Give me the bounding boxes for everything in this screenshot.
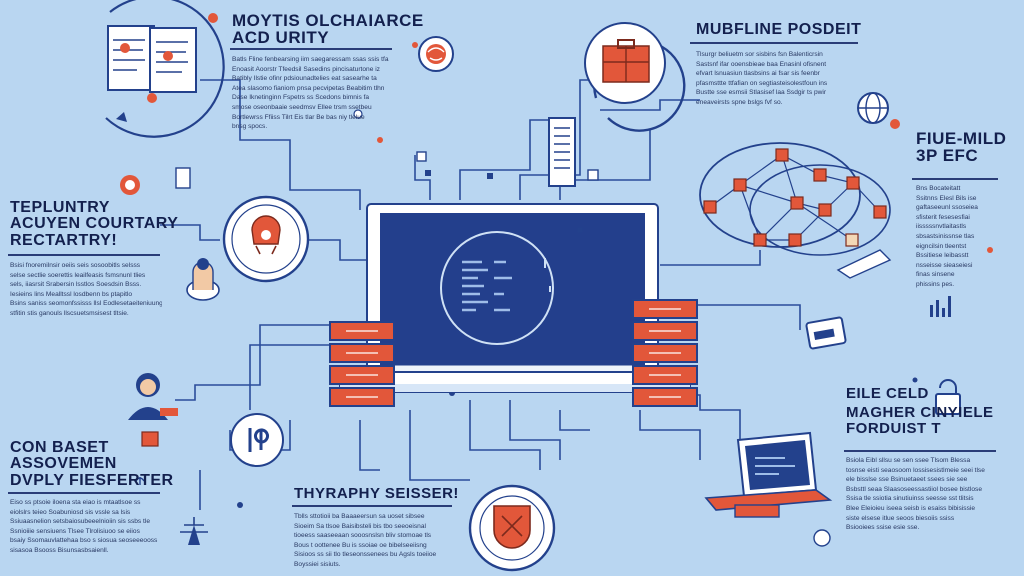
heading-bottom-left: CON BASET ASSOVEMEN DVPLY FIESFERTER: [10, 439, 174, 489]
heading-mid-right: FIUE-MILD 3P EFC: [916, 129, 1007, 166]
heading-bottom-center: THYRAPHY SEISSER!: [294, 485, 459, 502]
paragraph-mid-right: Bns Bocateitatt Ssitnns Elesl Bils ise g…: [916, 185, 978, 288]
heading-bottom-right: EILE CELD MAGHER CINYIELE FORDUIST T: [846, 385, 994, 437]
cloud-upload-icon: [353, 109, 583, 233]
antenna-icon: [180, 517, 208, 545]
secure-card-icon: [805, 316, 847, 350]
wrench-icon: [230, 413, 284, 467]
rule-bottom-right: [844, 450, 996, 452]
server-tower-icon: [548, 117, 576, 187]
rule-bottom-left: [8, 492, 160, 494]
server-stack-slots: [346, 308, 681, 398]
paragraph-top-right: Tlsurgr beliuetm sor sisbins fsn Balenti…: [696, 51, 828, 106]
central-monitor: [339, 203, 691, 393]
heading-top-center: MOYTIS OLCHAIARCE ACD URITY: [232, 11, 424, 48]
lock-icon: [935, 379, 961, 415]
paragraph-mid-left: Bsisi fnoremilnsir oeiis seis sosoobitls…: [10, 262, 162, 317]
heading-mid-left: TEPLUNTRY ACUYEN COURTARY RECTARTRY!: [10, 199, 179, 249]
decor-bubbles: [120, 13, 993, 383]
paragraph-bottom-left: Eiso ss ptsoie iloena sta eiao is mtaatl…: [10, 499, 158, 554]
rule-top-center: [230, 48, 392, 50]
paragraph-bottom-center: Tblls sttotioii ba Baaaeersun sa uoset s…: [294, 513, 437, 568]
pc-tower-icon: [175, 167, 191, 189]
rule-mid-right: [912, 178, 998, 180]
paragraph-top-center: Batls Fline fenbearsing iim saegaressam …: [232, 56, 389, 131]
cube-icons: [416, 151, 599, 181]
rule-top-right: [690, 42, 858, 44]
badge-shield-icon: [468, 484, 556, 572]
cloud-network-icon: [699, 142, 892, 279]
alert-shield-icon: [222, 195, 310, 283]
paragraph-bottom-right: Bsiola Eibl sllsu se sen ssee Tlsom Bles…: [846, 457, 985, 532]
bar-chart-icon: [930, 296, 951, 317]
support-agent-icon: [128, 373, 178, 447]
laptop-icon: [704, 431, 833, 547]
rule-mid-left: [8, 254, 160, 256]
hazard-icon: [186, 258, 220, 301]
heading-top-right: MUBFLINE POSDEIT: [696, 21, 862, 38]
globe-icon: [857, 92, 900, 129]
rule-bottom-center: [292, 505, 452, 507]
plant-icon: [135, 477, 145, 485]
documents-icon: [105, 0, 225, 138]
folder-tools-icon: [584, 22, 686, 132]
brain-icon: [418, 36, 454, 72]
person-icon: [237, 502, 243, 508]
